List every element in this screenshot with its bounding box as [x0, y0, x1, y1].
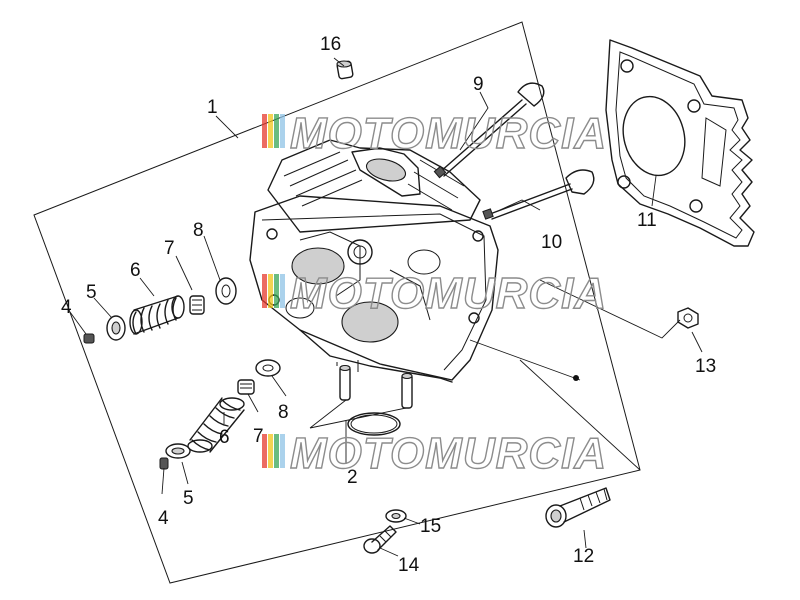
watermark-color-bar — [274, 434, 279, 468]
callout-13: 13 — [695, 356, 716, 377]
watermark-middle: MOTOMURCIA — [262, 268, 607, 319]
watermark-color-bar — [268, 114, 273, 148]
leader-lines — [69, 57, 703, 557]
watermark-color-bar — [262, 274, 267, 308]
exhaust-valve — [433, 82, 545, 179]
valve-cotter-upper — [83, 333, 95, 344]
small-washer — [385, 509, 407, 523]
watermark-top: MOTOMURCIA — [262, 108, 607, 159]
long-bolt — [545, 487, 611, 528]
stud-pin — [336, 60, 354, 80]
callout-6a: 6 — [130, 260, 141, 281]
callout-5b: 5 — [183, 488, 194, 509]
watermark-color-bar — [274, 274, 279, 308]
reference-dot — [573, 375, 579, 381]
o-ring — [347, 412, 401, 436]
watermark-color-bar — [268, 274, 273, 308]
watermark-color-bar — [262, 114, 267, 148]
callout-8b: 8 — [278, 402, 289, 423]
watermark-color-bar — [262, 434, 267, 468]
valve-train-upper — [83, 277, 237, 344]
callout-1: 1 — [207, 97, 218, 118]
intake-valve — [482, 169, 595, 220]
valve-cotter-lower — [159, 457, 169, 470]
watermark-color-bar — [280, 114, 285, 148]
callout-4b: 4 — [158, 508, 169, 529]
callout-6b: 6 — [219, 427, 230, 448]
callout-4a: 4 — [61, 297, 72, 318]
watermark-color-bar — [268, 434, 273, 468]
short-screw — [363, 525, 397, 554]
watermark-color-bar — [280, 274, 285, 308]
valve-seal-lower — [237, 379, 255, 395]
callout-8a: 8 — [193, 220, 204, 241]
nut — [677, 307, 699, 329]
callout-14: 14 — [398, 555, 420, 576]
watermark-text-bottom: MOTOMURCIA — [290, 429, 607, 478]
callout-9: 9 — [473, 74, 484, 95]
callout-7b: 7 — [253, 426, 264, 447]
head-gasket — [605, 39, 755, 247]
valve-seal-upper — [189, 295, 205, 315]
callout-12: 12 — [573, 546, 594, 567]
watermark-text-top: MOTOMURCIA — [290, 109, 607, 158]
callout-16: 16 — [320, 34, 341, 55]
cylinder-head — [249, 139, 499, 383]
watermark-text-middle: MOTOMURCIA — [290, 269, 607, 318]
dowel-pins — [336, 360, 413, 409]
valve-spring-lower — [187, 397, 245, 453]
callout-labels: 1 2 4 4 5 5 6 6 7 7 8 8 9 10 11 12 13 14… — [61, 34, 716, 576]
watermark-color-bar — [280, 434, 285, 468]
callout-11: 11 — [637, 210, 657, 231]
callout-2: 2 — [347, 467, 358, 488]
callout-7a: 7 — [164, 238, 175, 259]
watermark-bottom: MOTOMURCIA — [262, 428, 607, 479]
valve-spring-upper — [129, 295, 185, 335]
watermark-color-bar — [274, 114, 279, 148]
callout-5a: 5 — [86, 282, 97, 303]
callout-15: 15 — [420, 516, 441, 537]
callout-10: 10 — [541, 232, 562, 253]
